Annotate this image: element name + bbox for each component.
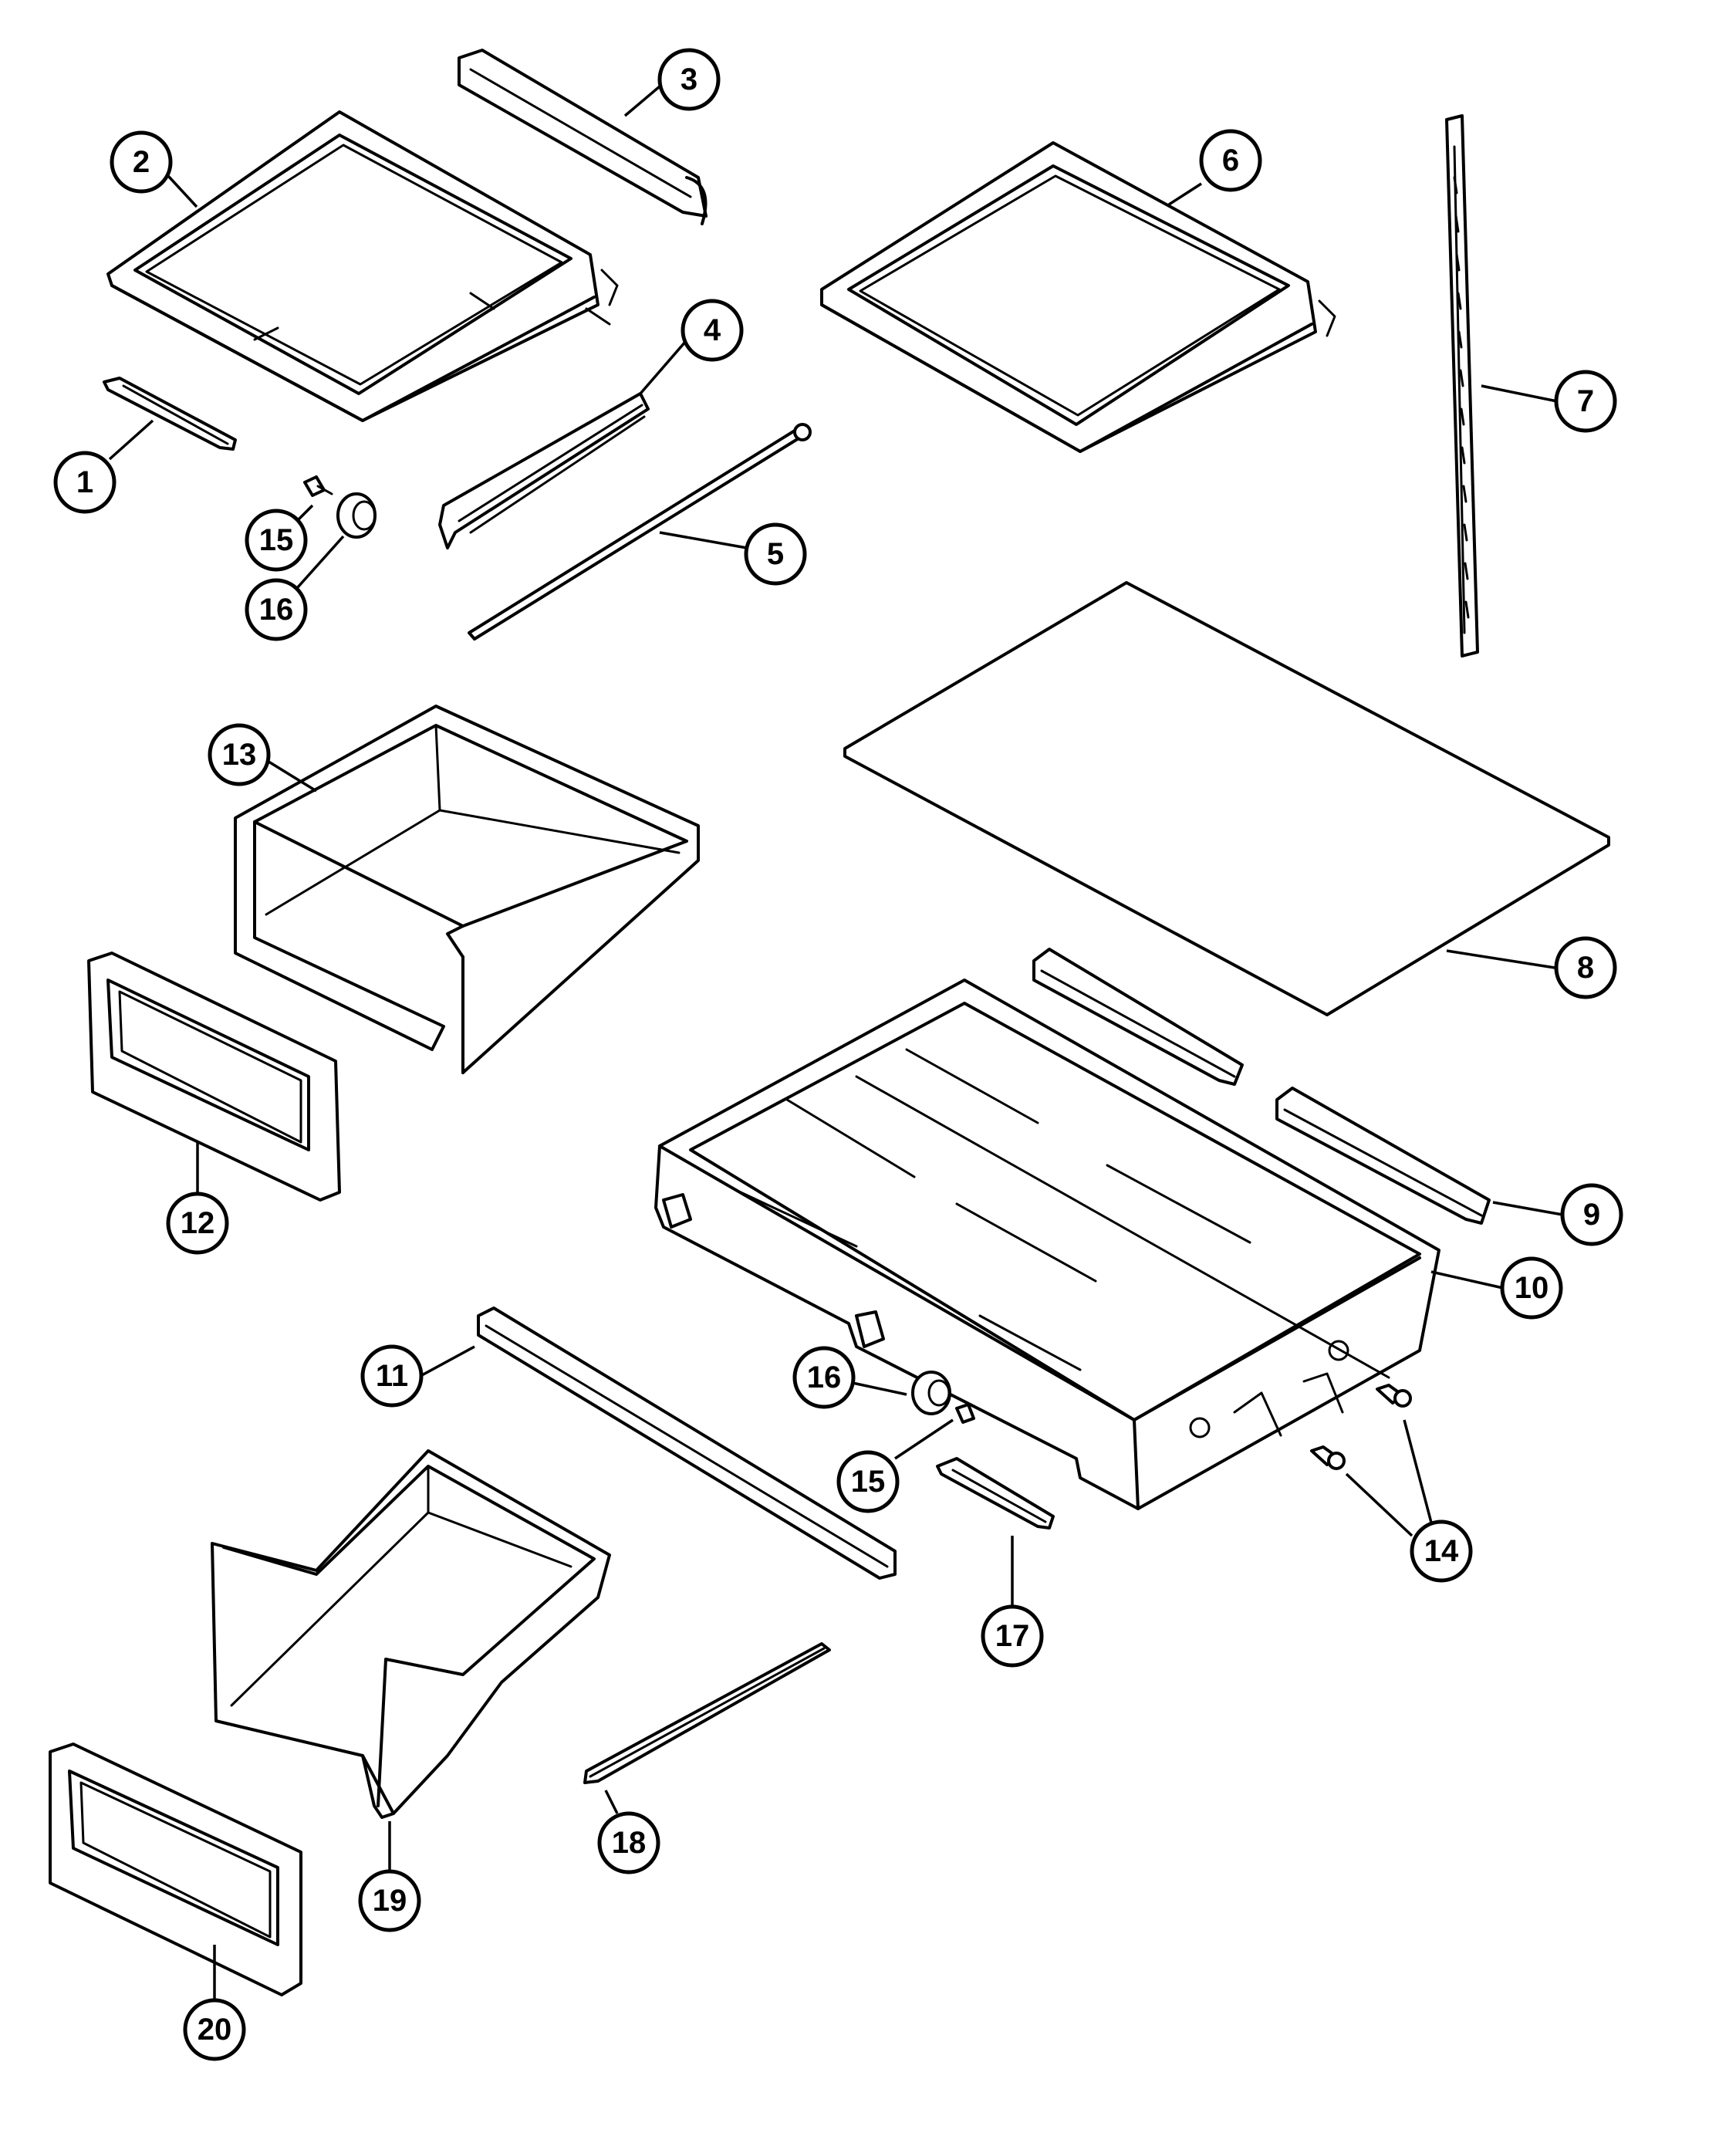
part-shelf-bracket-left	[103, 377, 237, 451]
callout-18: 18	[597, 1811, 660, 1874]
callout-label-8: 8	[1577, 951, 1594, 985]
callout-label-16-upper: 16	[259, 593, 294, 627]
callout-16-upper: 16	[245, 578, 308, 641]
part-glass-panel	[843, 581, 1610, 1016]
callout-label-10: 10	[1515, 1271, 1549, 1305]
leader-8	[1446, 949, 1555, 969]
leader-13	[265, 759, 317, 793]
callout-2: 2	[110, 130, 173, 194]
part-frame-rail-a	[1032, 948, 1244, 1086]
callout-16-lower: 16	[792, 1346, 856, 1409]
leader-15b	[894, 1418, 954, 1460]
part-shelf-right	[820, 141, 1336, 453]
leader-4	[639, 334, 692, 395]
part-roller-lower	[911, 1371, 951, 1415]
callout-label-18: 18	[612, 1826, 647, 1860]
part-long-rail	[477, 1307, 897, 1580]
leader-6	[1168, 182, 1202, 206]
callout-4: 4	[681, 299, 744, 362]
callout-label-16-lower: 16	[807, 1361, 842, 1394]
callout-label-4: 4	[704, 313, 721, 347]
callout-10: 10	[1500, 1256, 1563, 1320]
part-screw-lower	[955, 1403, 975, 1424]
callout-9: 9	[1560, 1183, 1623, 1246]
callout-3: 3	[657, 48, 721, 111]
callout-label-9: 9	[1583, 1198, 1600, 1232]
leader-3	[623, 85, 661, 117]
callout-12: 12	[166, 1192, 229, 1255]
callout-label-15-lower: 15	[851, 1465, 886, 1499]
part-frame-rail-b	[1275, 1087, 1491, 1225]
callout-1: 1	[53, 451, 117, 514]
part-shelf-left	[106, 110, 619, 422]
callout-label-13: 13	[222, 738, 257, 772]
part-shelf-frame	[654, 979, 1440, 1510]
callout-6: 6	[1199, 129, 1262, 192]
leader-9	[1492, 1201, 1563, 1216]
callout-7: 7	[1554, 370, 1617, 433]
callout-label-5: 5	[767, 537, 784, 571]
leader-14b	[1345, 1472, 1413, 1537]
part-screw-frame-b	[1310, 1445, 1346, 1470]
part-roller-upper	[336, 492, 377, 539]
callout-label-19: 19	[373, 1884, 407, 1918]
part-screw-upper	[303, 475, 333, 497]
part-crisper-drawer-lower	[211, 1449, 611, 1819]
leader-7	[1481, 384, 1558, 403]
part-drawer-front-lower	[49, 1743, 302, 1996]
callout-11: 11	[360, 1344, 424, 1408]
callout-5: 5	[744, 522, 807, 586]
callout-8: 8	[1554, 936, 1617, 999]
callout-19: 19	[358, 1869, 421, 1932]
part-shelf-bracket-lower	[936, 1457, 1055, 1530]
leader-18	[604, 1790, 619, 1814]
callout-13: 13	[208, 723, 271, 786]
leader-1	[108, 419, 154, 461]
leader-10	[1430, 1270, 1504, 1290]
part-drawer-front-upper	[87, 952, 341, 1202]
callout-label-11: 11	[376, 1359, 408, 1393]
part-rear-trim	[458, 49, 708, 225]
callout-label-1: 1	[76, 465, 93, 499]
callout-14: 14	[1410, 1519, 1473, 1583]
callout-label-14: 14	[1424, 1534, 1459, 1568]
callout-label-15-upper: 15	[259, 523, 294, 557]
part-thin-rail	[583, 1642, 831, 1784]
leader-2	[167, 174, 198, 208]
part-shelf-slide	[438, 392, 650, 549]
part-rod	[468, 423, 812, 641]
callout-label-17: 17	[995, 1619, 1030, 1653]
leader-16b	[852, 1381, 907, 1396]
callout-label-7: 7	[1577, 384, 1594, 418]
part-screw-frame-a	[1376, 1384, 1412, 1408]
callout-label-2: 2	[133, 145, 150, 179]
leader-14a	[1403, 1419, 1433, 1523]
callout-label-3: 3	[681, 63, 697, 96]
callout-15-lower: 15	[836, 1450, 900, 1513]
callout-label-6: 6	[1222, 144, 1239, 177]
part-crisper-drawer-upper	[234, 705, 700, 1074]
leader-16a	[296, 535, 345, 590]
leader-lines	[108, 85, 1563, 2000]
leader-5	[659, 531, 748, 549]
callout-17: 17	[981, 1604, 1044, 1668]
part-vertical-rail	[1445, 114, 1479, 657]
callout-15-upper: 15	[245, 509, 308, 572]
callout-20: 20	[183, 1998, 246, 2061]
callout-label-12: 12	[181, 1206, 215, 1240]
leader-11	[420, 1345, 475, 1377]
callout-label-20: 20	[198, 2013, 232, 2047]
